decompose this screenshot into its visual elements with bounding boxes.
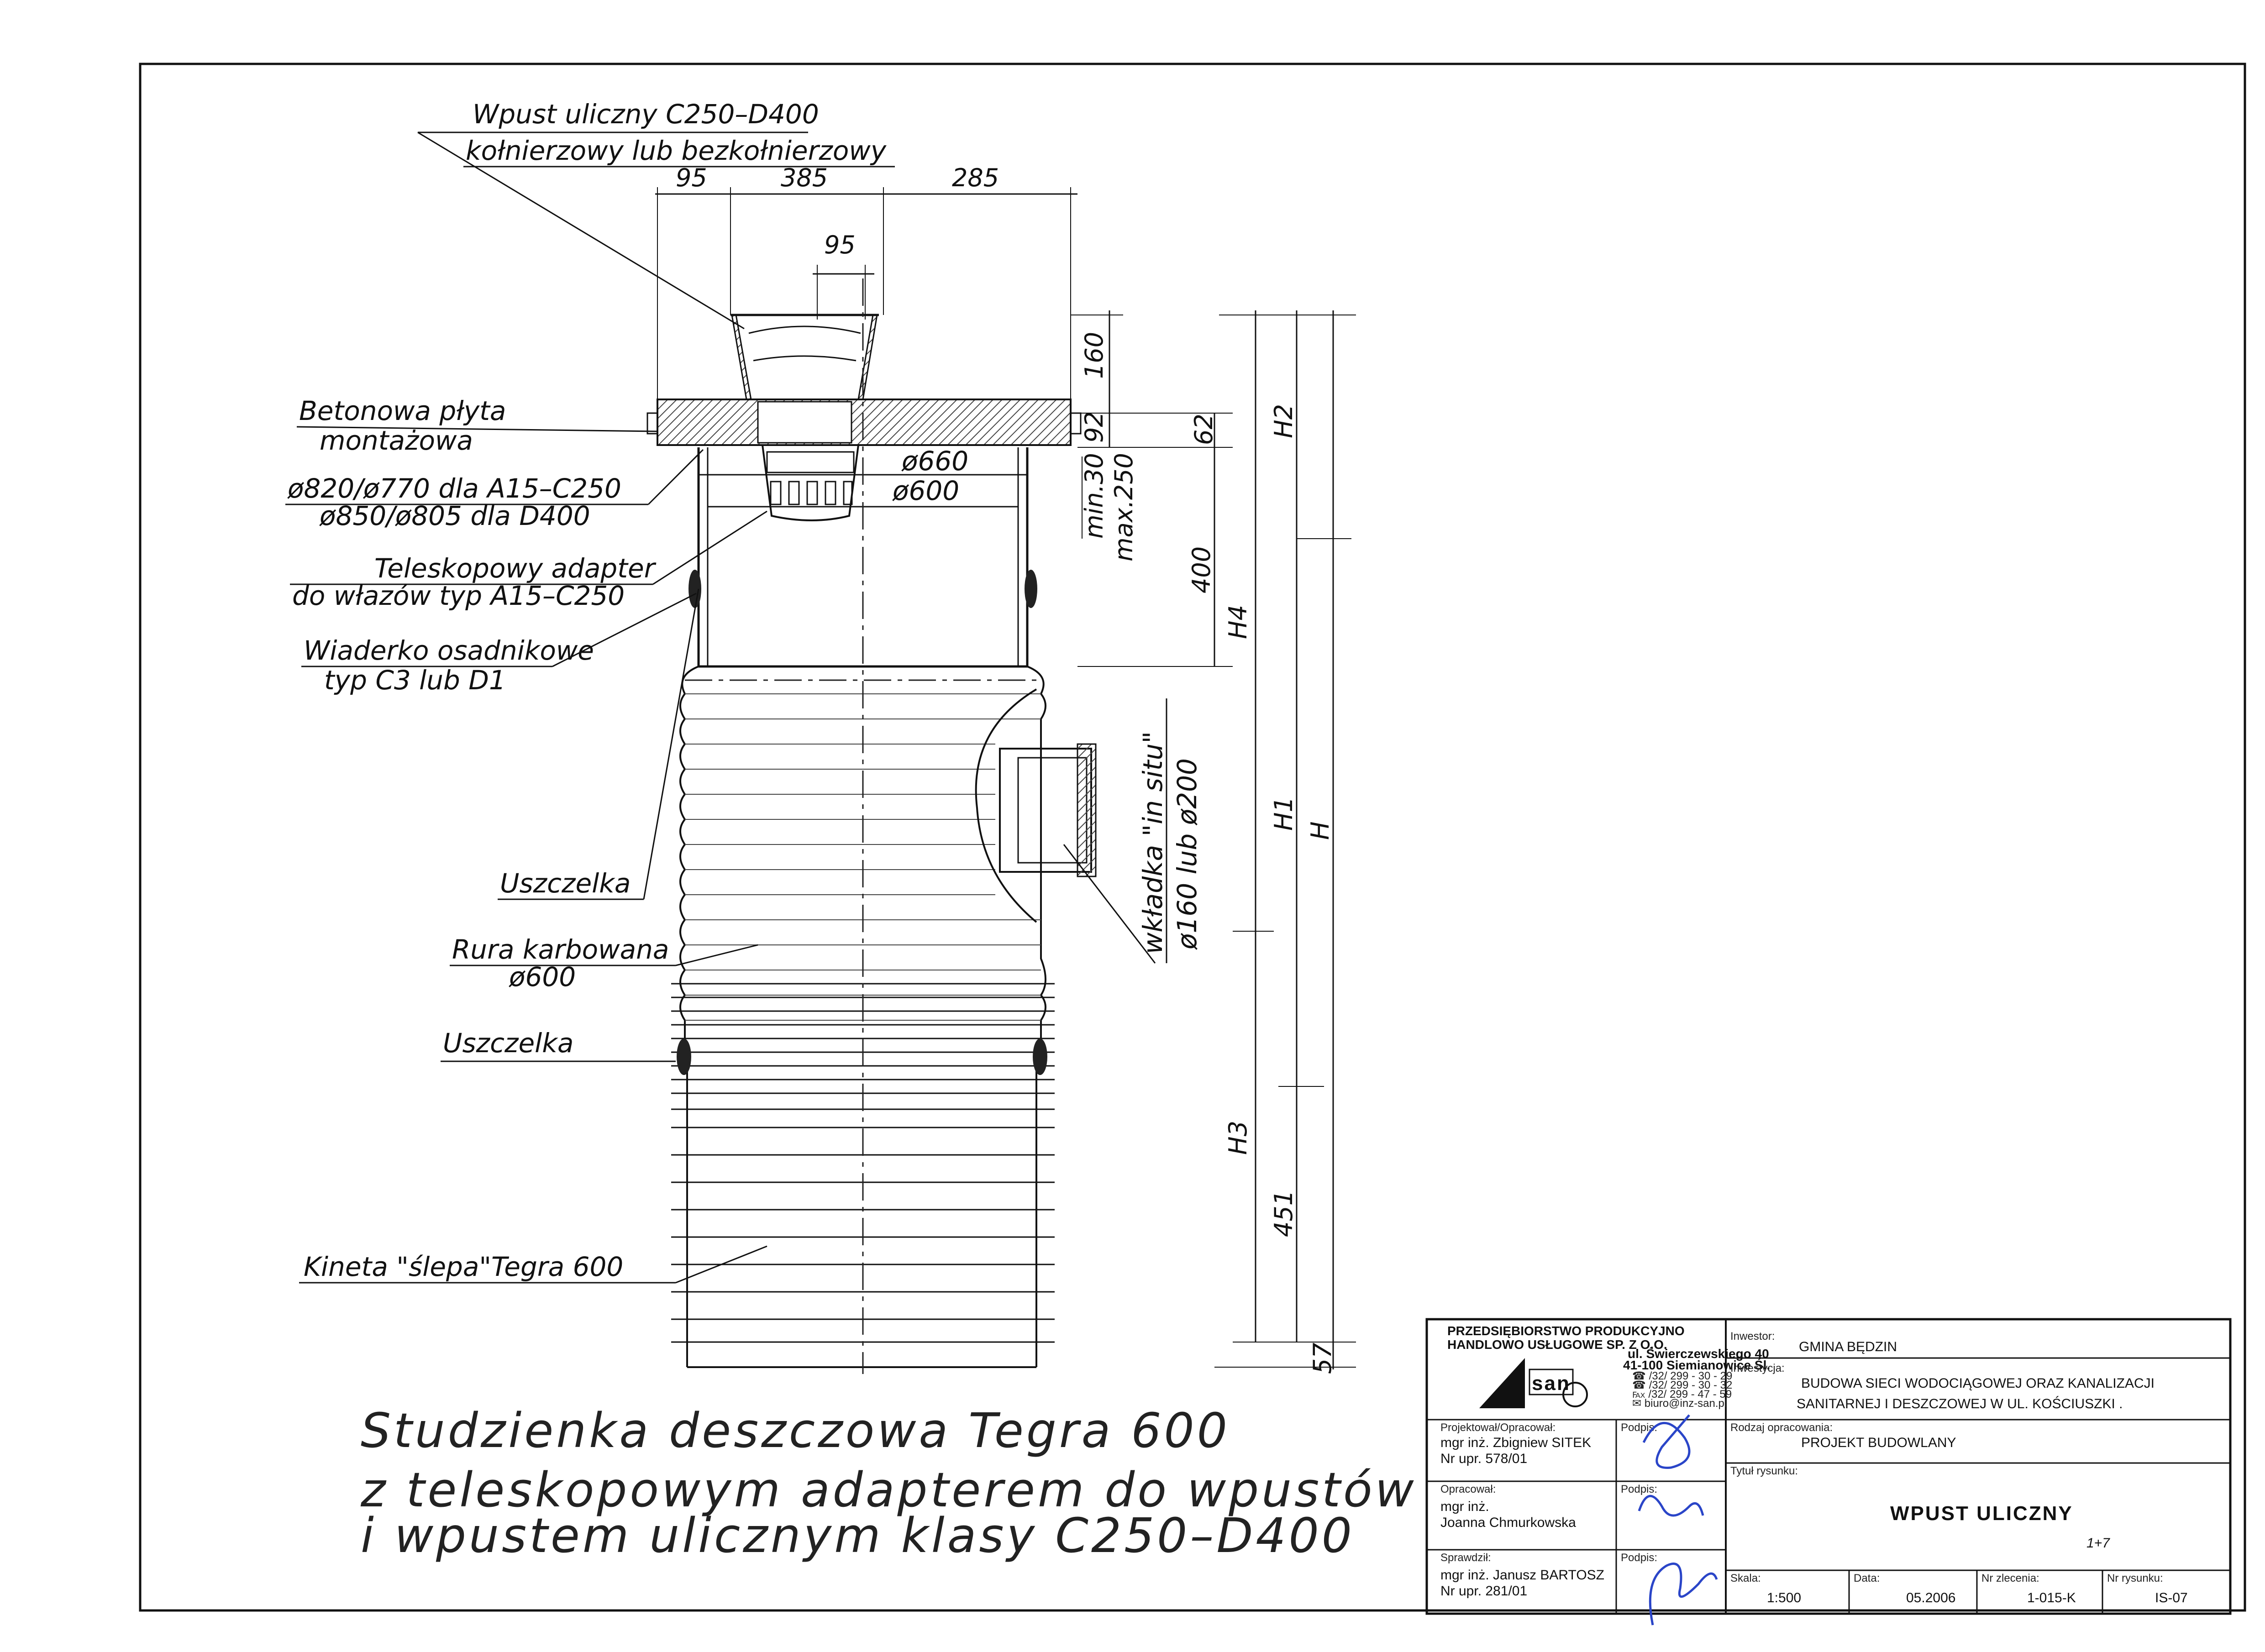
data-label: Data:: [1854, 1572, 1880, 1584]
label-wpust-1: Wpust uliczny C250–D400: [473, 99, 819, 130]
sprawdzil-line-1: mgr inż. Janusz BARTOSZ: [1440, 1568, 1604, 1583]
email: ✉ biuro@inz-san.pl: [1632, 1397, 1727, 1410]
dim-H2: H2: [1269, 404, 1298, 438]
logo-text: san: [1532, 1372, 1571, 1395]
label-rura-1: Rura karbowana: [452, 934, 669, 965]
label-d660: ø660: [901, 446, 968, 477]
dim-451: 451: [1269, 1190, 1298, 1237]
label-wiaderko-2: typ C3 lub D1: [324, 665, 506, 696]
top-dimensions: [655, 187, 1077, 399]
inwestycja-line-1: BUDOWA SIECI WODOCIĄGOWEJ ORAZ KANALIZAC…: [1801, 1376, 2155, 1391]
dim-285: 285: [952, 163, 999, 192]
label-rura-2: ø600: [509, 961, 576, 992]
leader-wpust: [417, 131, 745, 330]
label-uszczelka-2: Uszczelka: [443, 1028, 573, 1059]
dim-min: min.30: [1080, 453, 1109, 539]
dim-92: 92: [1080, 411, 1109, 443]
dim-H1: H1: [1269, 797, 1298, 831]
label-dia-1: ø820/ø770 dla A15–C250: [287, 473, 621, 504]
address-line-2: 41-100 Siemianowice Śl.: [1623, 1358, 1770, 1372]
leader-uszczelka-1: [643, 588, 699, 900]
podpis-label-2: Podpis:: [1621, 1483, 1657, 1495]
leader-adapter: [652, 510, 767, 585]
dim-62: 62: [1189, 414, 1218, 445]
phone-1: ☎ /32/ 299 - 30 - 29: [1632, 1370, 1732, 1382]
inwestycja-label: Inwestycja:: [1730, 1362, 1785, 1374]
opracowal-label: Opracował:: [1440, 1483, 1496, 1495]
label-wiaderko-1: Wiaderko osadnikowe: [304, 635, 594, 666]
projektowal-line-2: Nr upr. 578/01: [1440, 1451, 1527, 1466]
tytul-value: WPUST ULICZNY: [1890, 1502, 2073, 1525]
skala-label: Skala:: [1730, 1572, 1761, 1584]
nr-zlecenia-value: 1-015-K: [2027, 1590, 2076, 1605]
company-line-1: PRZEDSIĘBIORSTWO PRODUKCYJNO: [1447, 1324, 1685, 1338]
rodzaj-label: Rodzaj opracowania:: [1730, 1421, 1833, 1434]
right-dimensions: [1071, 310, 1356, 1369]
nr-rysunku-value: IS-07: [2155, 1590, 2188, 1605]
label-adapter-2: do włazów typ A15–C250: [292, 580, 625, 611]
title-block: [1425, 1318, 2232, 1615]
leader-dia: [647, 449, 704, 505]
signature-icon: [1638, 1414, 1718, 1626]
sheet-border: [139, 63, 2246, 1612]
podpis-label-3: Podpis:: [1621, 1552, 1657, 1564]
label-dia-2: ø850/ø805 dla D400: [319, 500, 590, 531]
dim-95-left: 95: [676, 163, 707, 192]
leader-wiaderko: [552, 593, 697, 667]
dim-57: 57: [1308, 1343, 1337, 1374]
podpis-label-1: Podpis:: [1621, 1421, 1657, 1434]
dim-95-inner: 95: [824, 231, 856, 259]
caption-line-2: z teleskopowym adapterem do wpustów: [360, 1462, 1417, 1518]
label-wkladka-2: ø160 lub ø200: [1172, 758, 1203, 950]
label-plyta-2: montażowa: [320, 425, 473, 456]
caption-line-3: i wpustem ulicznym klasy C250–D400: [361, 1508, 1355, 1563]
inwestycja-line-2: SANITARNEJ I DESZCZOWEJ W UL. KOŚCIUSZKI…: [1797, 1396, 2123, 1411]
street-inlet: [730, 314, 879, 400]
fax: ℻ /32/ 299 - 47 - 59: [1632, 1388, 1732, 1400]
dim-H4: H4: [1224, 605, 1252, 639]
leader-rura: [675, 944, 758, 966]
dim-400: 400: [1187, 546, 1216, 593]
leader-wkladka: [1063, 844, 1156, 964]
tytul-label: Tytuł rysunku:: [1730, 1465, 1798, 1477]
dim-160: 160: [1080, 332, 1109, 379]
address-line-1: ul. Świerczewskiego 40: [1628, 1347, 1769, 1361]
sprawdzil-label: Sprawdził:: [1440, 1552, 1491, 1564]
dim-385: 385: [781, 163, 828, 192]
handwritten-note: 1+7: [2086, 1536, 2110, 1551]
dim-H3: H3: [1224, 1121, 1252, 1155]
label-d600: ø600: [892, 475, 959, 506]
dim-max: max.250: [1109, 453, 1138, 561]
label-wpust-2: kołnierzowy lub bezkołnierzowy: [466, 135, 887, 166]
phone-2: ☎ /32/ 299 - 30 - 32: [1632, 1379, 1732, 1391]
projektowal-label: Projektował/Opracował:: [1440, 1421, 1556, 1434]
concrete-slab: [646, 399, 1082, 446]
label-uszczelka-1: Uszczelka: [500, 868, 631, 899]
projektowal-line-1: mgr inż. Zbigniew SITEK: [1440, 1435, 1591, 1450]
data-value: 05.2006: [1906, 1590, 1955, 1605]
sprawdzil-line-2: Nr upr. 281/01: [1440, 1584, 1527, 1599]
company-logo-icon: [1479, 1358, 1588, 1408]
label-wkladka-1: wkładka "in situ": [1137, 731, 1168, 954]
inwestor-value: GMINA BĘDZIN: [1799, 1339, 1897, 1354]
rodzaj-value: PROJEKT BUDOWLANY: [1801, 1435, 1956, 1450]
nr-zlecenia-label: Nr zlecenia:: [1981, 1572, 2039, 1584]
dim-H: H: [1306, 821, 1335, 840]
nr-rysunku-label: Nr rysunku:: [2107, 1572, 2163, 1584]
sediment-bucket: [762, 445, 859, 521]
leader-plyta: [296, 426, 658, 432]
label-kineta: Kineta "ślepa"Tegra 600: [304, 1251, 623, 1282]
skala-value: 1:500: [1767, 1590, 1801, 1605]
inwestor-label: Inwestor:: [1730, 1330, 1775, 1343]
company-line-2: HANDLOWO USŁUGOWE SP. Z O.O.: [1447, 1337, 1667, 1352]
leader-kineta: [675, 1245, 767, 1284]
label-plyta-1: Betonowa płyta: [299, 395, 506, 426]
caption-line-1: Studzienka deszczowa Tegra 600: [361, 1403, 1230, 1458]
label-adapter-1: Teleskopowy adapter: [374, 553, 657, 584]
opracowal-line-1: mgr inż.: [1440, 1499, 1489, 1514]
in-situ-branch: [975, 688, 1097, 923]
opracowal-line-2: Joanna Chmurkowska: [1440, 1515, 1576, 1530]
